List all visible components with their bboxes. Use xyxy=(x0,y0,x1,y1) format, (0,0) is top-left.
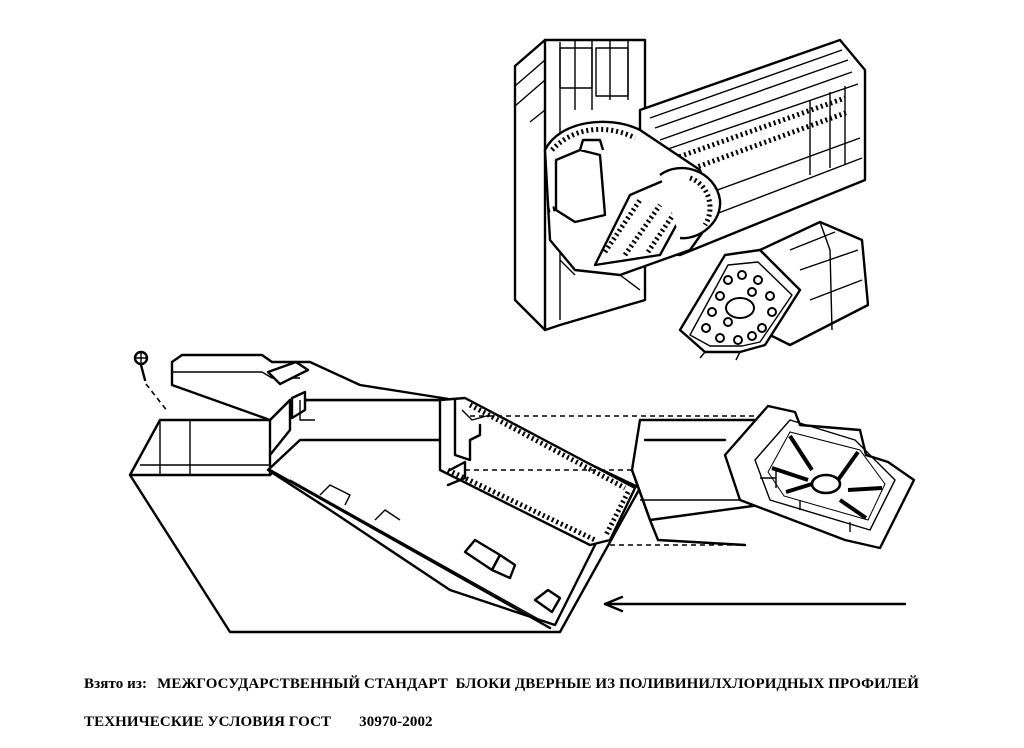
technical-drawing xyxy=(128,38,916,634)
caption-source-label: Взято из: xyxy=(84,676,148,692)
caption-standard-title: МЕЖГОСУДАРСТВЕННЫЙ СТАНДАРТ БЛОКИ ДВЕРНЫ… xyxy=(157,676,920,692)
screw-icon xyxy=(133,350,149,382)
caption-line-2: ТЕХНИЧЕСКИЕ УСЛОВИЯ ГОСТ 30970-2002 xyxy=(84,714,433,731)
caption-spec-title: ТЕХНИЧЕСКИЕ УСЛОВИЯ ГОСТ xyxy=(84,714,332,730)
exploded-corner-illustration xyxy=(128,350,916,634)
caption-gost-number: 30970-2002 xyxy=(359,714,433,730)
caption-line-1: Взято из: МЕЖГОСУДАРСТВЕННЫЙ СТАНДАРТ БЛО… xyxy=(84,676,919,693)
corner-connector-illustration xyxy=(678,220,870,361)
assembled-corner-illustration xyxy=(513,38,867,332)
